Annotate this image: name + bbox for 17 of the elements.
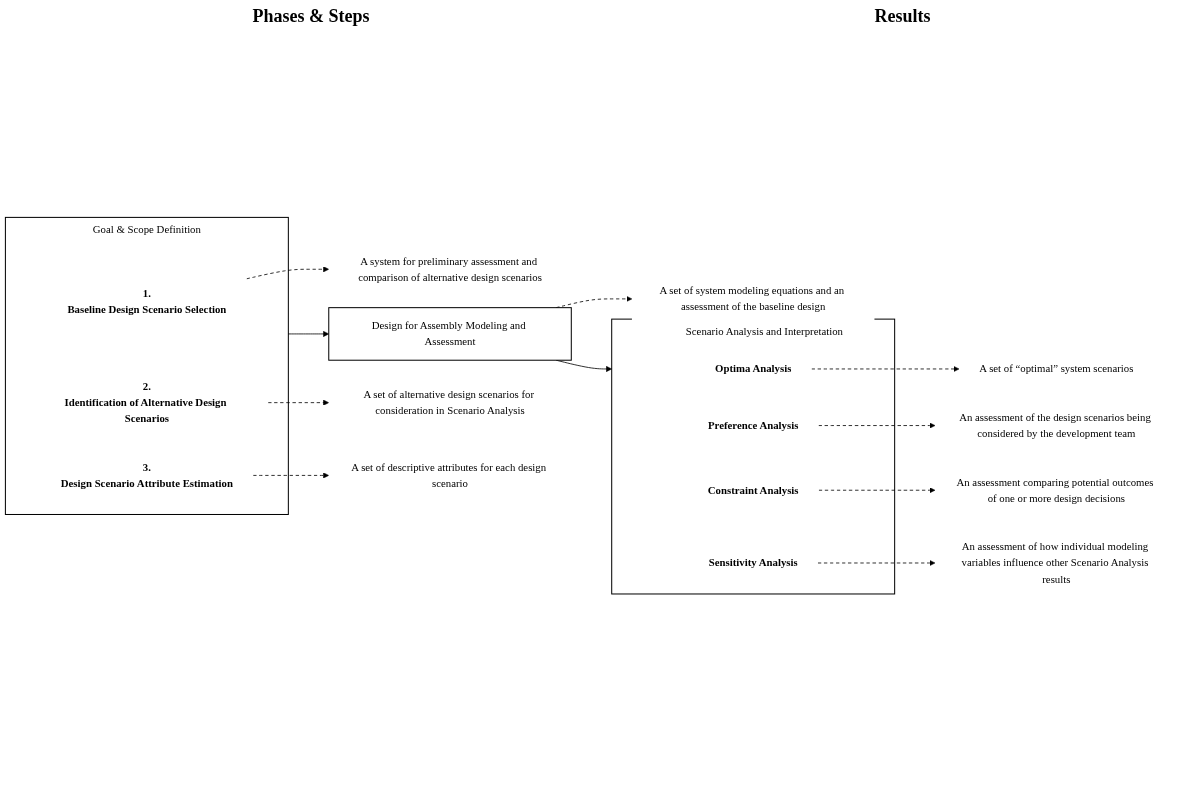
node-text: An assessment of how individual modeling variables influence other Scenario Analysis results: [961, 540, 1149, 585]
column-heading: Phases & Steps: [252, 6, 370, 27]
node-text: A system for preliminary assessment and comparison of alternative design scenarios: [358, 254, 542, 283]
node-text: Preference Analysis: [708, 419, 799, 431]
node-text: 3. Design Scenario Attribute Estimation: [60, 460, 233, 489]
column-heading: Results: [874, 6, 931, 27]
node-text: Constraint Analysis: [707, 483, 799, 496]
node-text: A set of alternative design scenarios for consideration in Scenario Analysis: [363, 388, 534, 416]
node-text: A set of “optimal” system scenarios: [979, 362, 1134, 374]
node-box: Design for Assembly Modeling and Assessment: [328, 306, 572, 361]
node-text: A set of descriptive attributes for each design scenario: [351, 460, 547, 489]
node-text: An assessment of the design scenarios being considered by the development team: [959, 411, 1151, 439]
node-text: Sensitivity Analysis: [708, 556, 798, 568]
node-text: An assessment comparing potential outcomes of one or more design decisions: [956, 475, 1154, 504]
node-text: 2. Identification of Alternative Design Scenarios: [64, 380, 227, 424]
node-text: 1. Baseline Design Scenario Selection: [67, 287, 227, 315]
node-text: Optima Analysis: [715, 362, 792, 374]
